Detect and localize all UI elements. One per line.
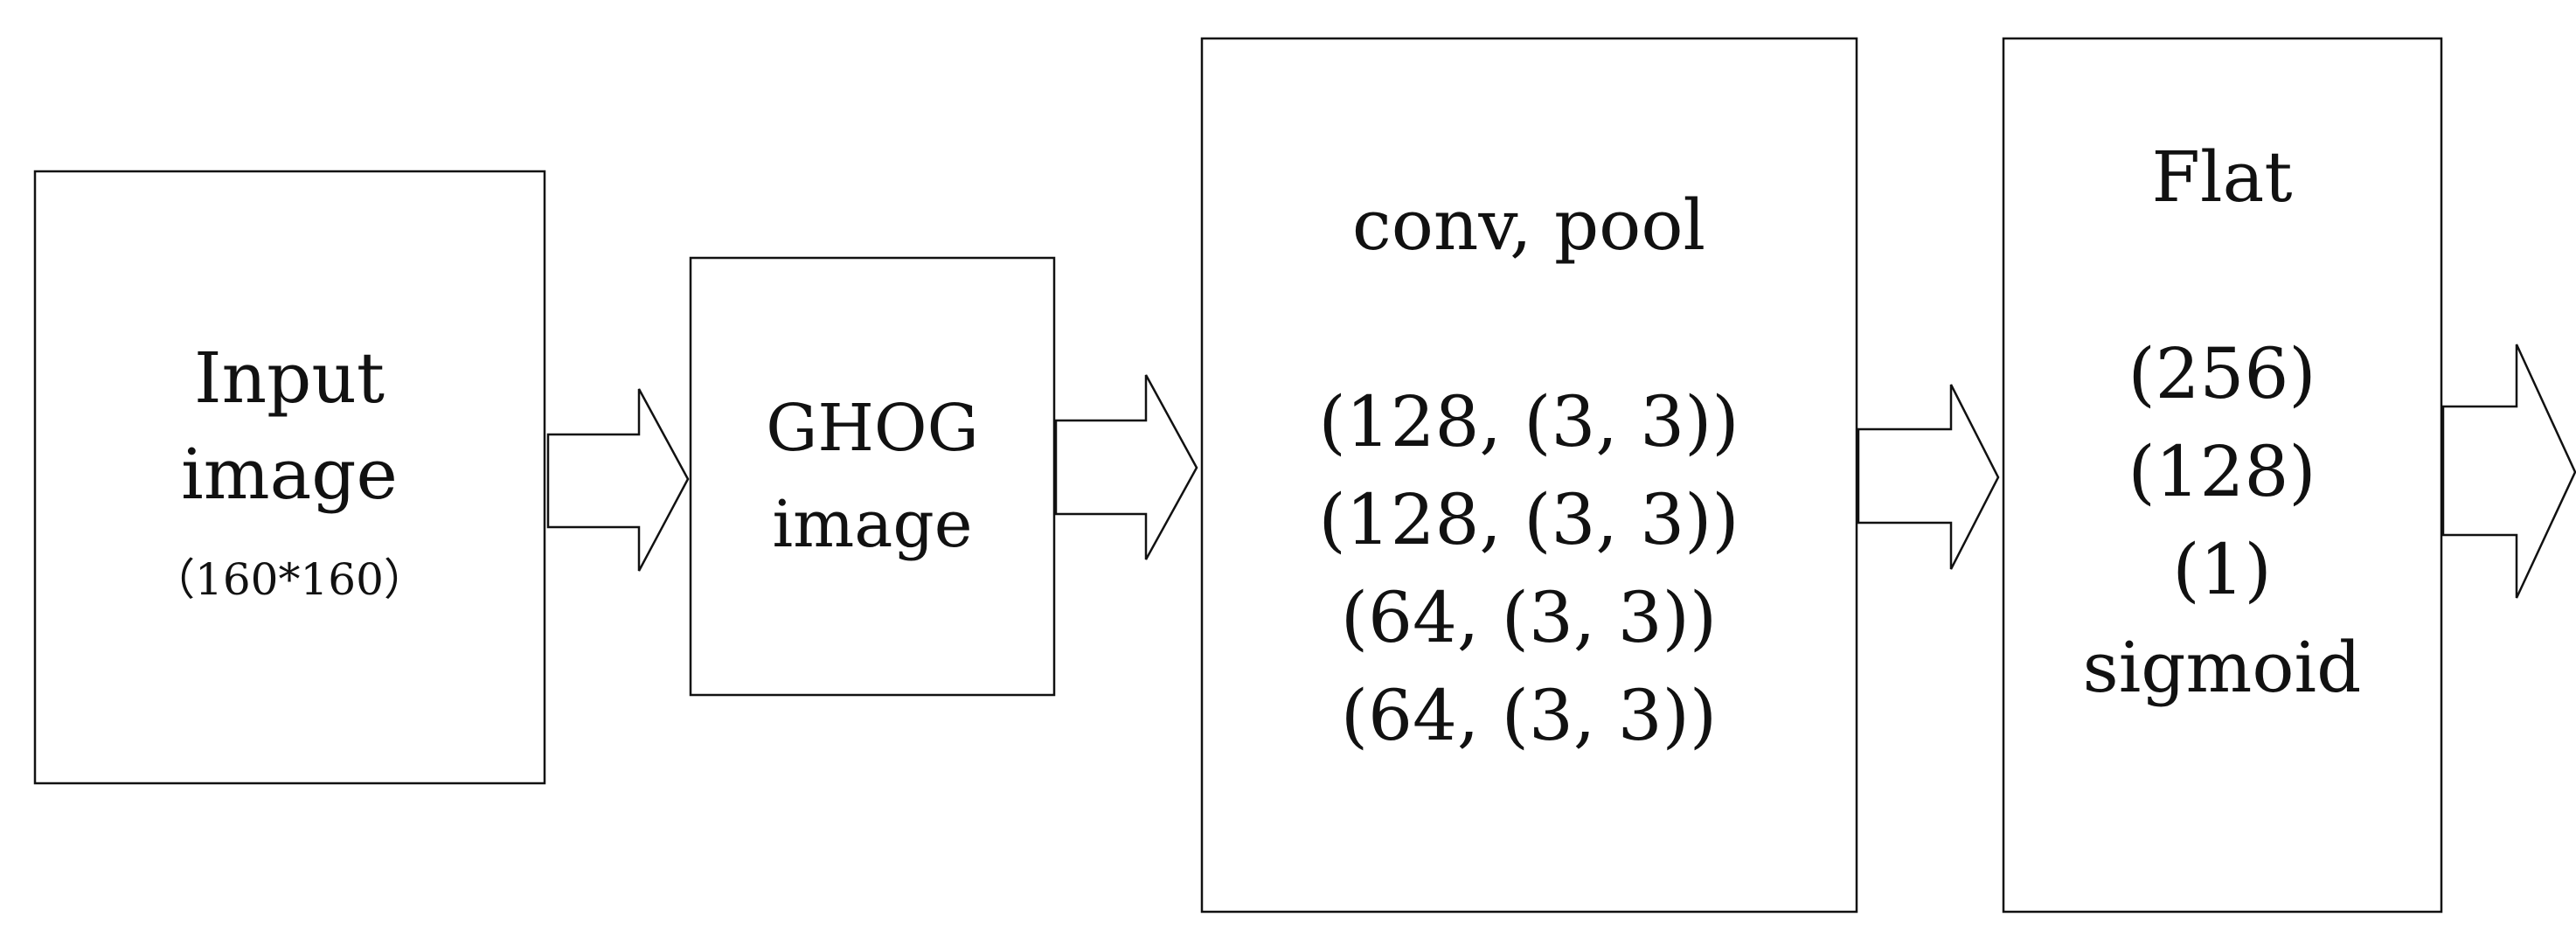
- ghog-image-block: GHOG image: [689, 256, 1056, 697]
- conv-layer-1: (128, (3, 3)): [1318, 381, 1739, 462]
- dense-box: [2002, 37, 2443, 914]
- dense-units-3: (1): [2172, 529, 2271, 610]
- arrow-conv-to-dense: [1857, 384, 2000, 570]
- arrow-ghog-to-conv: [1054, 374, 1198, 560]
- dense-units-1: (256): [2128, 333, 2316, 414]
- conv-pool-title: conv, pool: [1352, 184, 1705, 266]
- ghog-image-title-line1: GHOG: [766, 391, 978, 466]
- conv-pool-block: conv, pool (128, (3, 3)) (128, (3, 3)) (…: [1200, 37, 1858, 914]
- conv-layer-3: (64, (3, 3)): [1341, 577, 1717, 658]
- activation-label: sigmoid: [2083, 627, 2362, 708]
- input-image-block: Input image （160*160）: [33, 170, 546, 785]
- input-image-title-line2: image: [181, 434, 398, 515]
- dense-units-2: (128): [2128, 431, 2316, 512]
- conv-layer-2: (128, (3, 3)): [1318, 479, 1739, 560]
- flat-title: Flat: [2152, 136, 2293, 218]
- ghog-image-box: [689, 256, 1056, 697]
- conv-layer-4: (64, (3, 3)): [1341, 675, 1717, 756]
- arrow-dense-to-output: [2441, 344, 2576, 599]
- dense-block: Flat (256) (128) (1) sigmoid: [2002, 37, 2443, 914]
- input-image-size: （160*160）: [151, 554, 427, 605]
- conv-pool-box: [1200, 37, 1858, 914]
- input-image-box: [33, 170, 546, 785]
- input-image-title-line1: Input: [194, 337, 385, 419]
- arrow-input-to-ghog: [546, 388, 690, 572]
- ghog-image-title-line2: image: [772, 487, 972, 562]
